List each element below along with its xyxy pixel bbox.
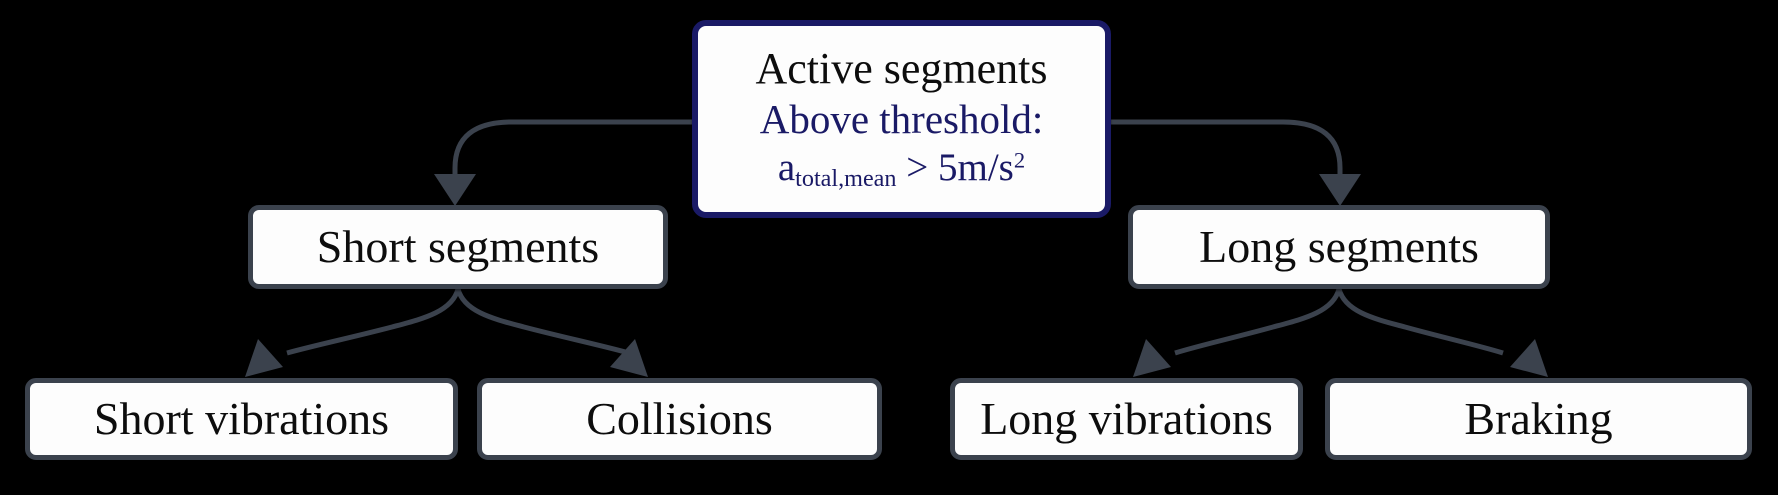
formula-base: a bbox=[777, 145, 796, 189]
node-active-segments: Active segments Above threshold: atotal,… bbox=[692, 20, 1111, 218]
arrow-short-segments-to-short-vibrations bbox=[245, 288, 461, 377]
formula-superscript: 2 bbox=[1013, 147, 1026, 173]
node-collisions: Collisions bbox=[477, 378, 882, 460]
node-short-vibrations-label: Short vibrations bbox=[93, 393, 390, 444]
node-short-vibrations: Short vibrations bbox=[25, 378, 458, 460]
node-long-vibrations: Long vibrations bbox=[950, 378, 1303, 460]
node-short-segments-label: Short segments bbox=[316, 221, 600, 272]
arrow-root-to-short-segments bbox=[434, 119, 692, 206]
node-braking-label: Braking bbox=[1464, 393, 1613, 444]
formula-value: 5m/s bbox=[938, 145, 1014, 189]
node-active-segments-subtitle: Above threshold: bbox=[759, 95, 1044, 142]
node-long-segments-label: Long segments bbox=[1199, 221, 1479, 272]
arrow-long-segments-to-braking bbox=[1336, 288, 1548, 377]
node-long-segments: Long segments bbox=[1128, 205, 1550, 289]
arrow-long-segments-to-long-vibrations bbox=[1133, 288, 1342, 377]
arrow-short-segments-to-collisions bbox=[455, 288, 648, 377]
formula-subscript: total,mean bbox=[795, 164, 897, 192]
node-long-vibrations-label: Long vibrations bbox=[980, 393, 1273, 444]
node-braking: Braking bbox=[1325, 378, 1752, 460]
arrow-root-to-long-segments bbox=[1111, 119, 1361, 206]
formula-operator: > bbox=[896, 145, 938, 189]
node-active-segments-formula: atotal,mean > 5m/s2 bbox=[778, 144, 1025, 194]
node-active-segments-title: Active segments bbox=[755, 44, 1048, 94]
node-short-segments: Short segments bbox=[248, 205, 668, 289]
node-collisions-label: Collisions bbox=[586, 393, 773, 444]
